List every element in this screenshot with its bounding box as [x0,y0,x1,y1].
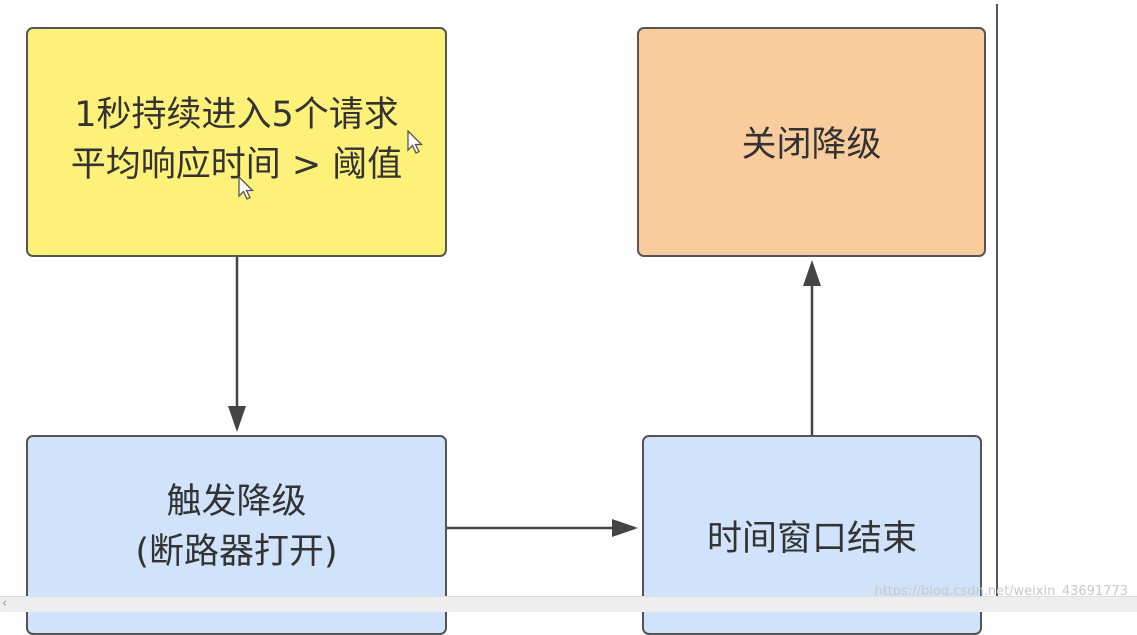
node-close-degrade: 关闭降级 [637,27,986,257]
horizontal-scrollbar[interactable]: ‹ [0,596,1137,612]
mouse-cursor-icon [407,130,424,154]
node-trigger-condition-line-2: 平均响应时间 > 阈值 [70,145,403,185]
node-trigger-condition: 1秒持续进入5个请求 平均响应时间 > 阈值 [26,27,447,257]
mouse-cursor-icon [238,176,255,200]
node-trigger-condition-line-1: 1秒持续进入5个请求 [74,95,399,135]
node-close-degrade-label: 关闭降级 [741,124,882,165]
node-trigger-degrade-line-1: 触发降级 [166,482,307,522]
edge-window-to-close [803,260,821,435]
watermark-text: https://blog.csdn.net/weixin_43691773 [874,584,1128,599]
scroll-left-icon[interactable]: ‹ [2,596,8,611]
edge-condition-to-degrade [228,257,246,432]
node-window-end-label: 时间窗口结束 [706,519,917,559]
edges-layer [228,257,821,537]
page-divider [996,4,998,600]
edge-degrade-to-window [447,519,638,537]
node-trigger-degrade-line-2: (断路器打开) [135,532,338,572]
